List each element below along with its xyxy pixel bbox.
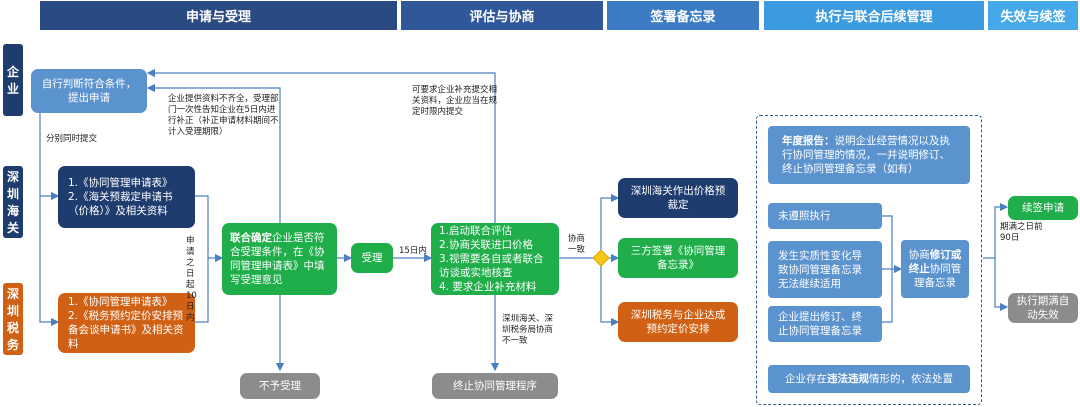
note-submit-simul: 分别同时提交 xyxy=(46,134,98,144)
assess-step-2: 2.协商关联进口价格 xyxy=(439,239,534,251)
renew-box: 续签申请 xyxy=(1008,196,1078,220)
joint-confirm-text: 企业是否符合受理条件，在《协同管理申请表》中填写受理意见 xyxy=(230,232,325,286)
customs-doc-1: 1.《协同管理申请表》 xyxy=(68,177,173,189)
violation-box: 企业存在违法违规情形的，依法处置 xyxy=(768,365,970,393)
tax-apa-box: 深圳税务与企业达成预约定价安排 xyxy=(618,302,738,342)
negotiate-c: 或终止 xyxy=(908,249,962,275)
note-fifteen-days: 15日内 xyxy=(399,246,427,256)
assess-box: 1.启动联合评估 2.协商关联进口价格 3.视需要各自或者联合访谈或实地核查 4… xyxy=(431,223,559,295)
reject-box: 不予受理 xyxy=(240,373,320,399)
assess-step-4: 4. 要求企业补充材料 xyxy=(439,281,537,293)
tripartite-box: 三方签署《协同管理备忘录》 xyxy=(618,238,738,278)
negotiate-b: 修订 xyxy=(929,249,951,261)
header-sign: 签署备忘录 xyxy=(607,1,759,30)
note-incomplete: 企业提供资料不齐全，受理部门一次性告知企业在5日内进行补正（补正申请材料期间不计… xyxy=(168,94,279,137)
lane-tax: 深圳税务 xyxy=(3,283,23,355)
negotiate-a: 协商 xyxy=(908,249,930,261)
note-ten-days: 申请之日起10日内 xyxy=(186,236,197,323)
customs-docs-box: 1.《协同管理申请表》 2.《海关预裁定申请书（价格）》及相关资料 xyxy=(58,166,195,228)
material-change-box: 发生实质性变化导致协同管理备忘录无法继续适用 xyxy=(768,241,882,298)
lane-enterprise: 企业 xyxy=(3,44,23,116)
joint-confirm-bold: 联合确定 xyxy=(230,232,272,244)
enterprise-revise-box: 企业提出修订、终止协同管理备忘录 xyxy=(768,306,882,342)
note-supplement: 可要求企业补充提交相关资料，企业应当在规定时限内提交 xyxy=(412,85,498,117)
note-consensus: 协商一致 xyxy=(568,234,586,255)
note-disagree: 深圳海关、深圳税务局协商不一致 xyxy=(502,314,554,346)
terminate-box: 终止协同管理程序 xyxy=(432,373,558,399)
not-followed-box: 未遵照执行 xyxy=(768,203,882,229)
joint-confirm-box: 联合确定企业是否符合受理条件，在《协同管理申请表》中填写受理意见 xyxy=(222,223,337,295)
negotiate-d: 协同管理备忘录 xyxy=(914,263,962,289)
note-expire-90: 期满之日前90日 xyxy=(1000,222,1043,243)
violation-a: 企业存在 xyxy=(785,373,827,385)
lane-customs: 深圳海关 xyxy=(3,166,23,238)
annual-report-text: 说明企业经营情况以及执行协同管理的情况，一并说明修订、终止协同管理备忘录（如有） xyxy=(782,135,950,175)
assess-step-3: 3.视需要各自或者联合访谈或实地核查 xyxy=(439,253,544,279)
expire-auto-box: 执行期满自动失效 xyxy=(1008,293,1078,323)
annual-report-box: 年度报告：说明企业经营情况以及执行协同管理的情况，一并说明修订、终止协同管理备忘… xyxy=(768,126,970,184)
tax-docs-box: 1.《协同管理申请表》 2.《税务预约定价安排预备会谈申请书》及相关资料 xyxy=(58,293,195,353)
self-judge-box: 自行判断符合条件，提出申请 xyxy=(31,69,147,113)
header-apply: 申请与受理 xyxy=(40,1,397,30)
tax-doc-2: 2.《税务预约定价安排预备会谈申请书》及相关资料 xyxy=(68,310,184,350)
accept-box: 受理 xyxy=(351,243,393,273)
header-expire: 失效与续签 xyxy=(988,1,1078,30)
violation-b: 违法违规 xyxy=(827,373,869,385)
tax-doc-1: 1.《协同管理申请表》 xyxy=(68,296,173,308)
negotiate-box: 协商修订或终止协同管理备忘录 xyxy=(901,240,969,298)
violation-c: 情形的，依法处置 xyxy=(869,373,953,385)
customs-ruling-box: 深圳海关作出价格预裁定 xyxy=(618,178,738,218)
assess-step-1: 1.启动联合评估 xyxy=(439,225,513,237)
header-execute: 执行与联合后续管理 xyxy=(764,1,984,30)
annual-report-bold: 年度报告： xyxy=(782,135,835,147)
decision-diamond xyxy=(592,249,610,267)
header-assess: 评估与协商 xyxy=(401,1,603,30)
execute-region xyxy=(756,115,982,405)
customs-doc-2: 2.《海关预裁定申请书（价格）》及相关资料 xyxy=(68,191,173,217)
